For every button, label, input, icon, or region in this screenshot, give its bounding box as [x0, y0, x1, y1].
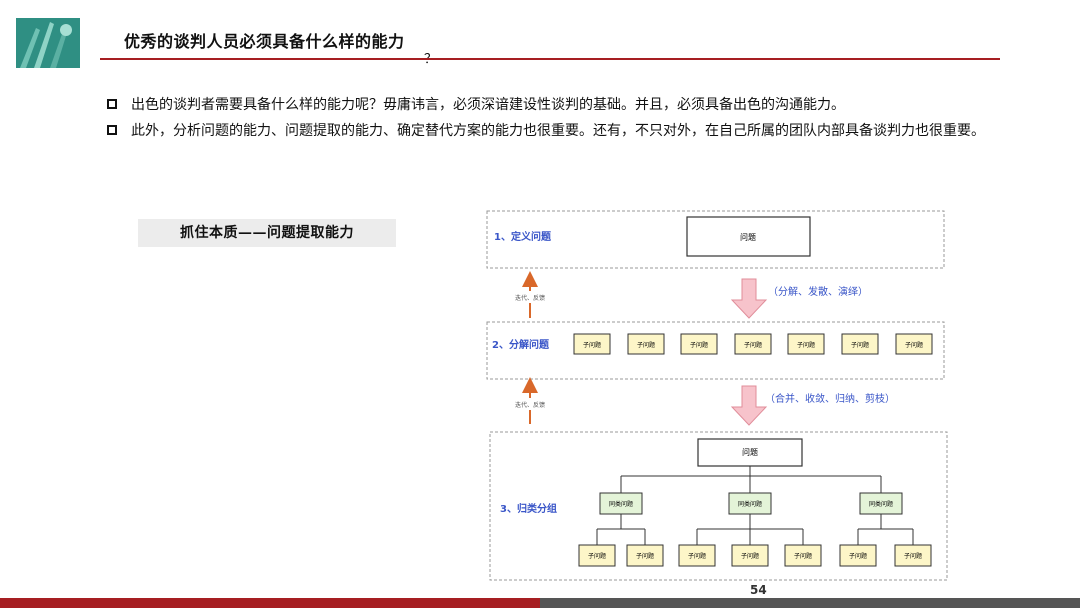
step1-label: 1、定义问题	[494, 230, 552, 243]
subproblem-text: 子问题	[797, 341, 815, 349]
step3-groups: 同类问题 同类问题 同类问题	[600, 493, 902, 514]
leaf-text: 子问题	[849, 552, 867, 560]
merge-arrow-label: （合并、收敛、归纳、剪枝）	[765, 392, 895, 405]
leaf-text: 子问题	[636, 552, 654, 560]
leaf-text: 子问题	[688, 552, 706, 560]
subproblem-text: 子问题	[851, 341, 869, 349]
merge-arrow	[732, 386, 766, 425]
leaf-text: 子问题	[588, 552, 606, 560]
subproblem-text: 子问题	[744, 341, 762, 349]
group-text: 同类问题	[738, 500, 762, 508]
step3-label: 3、归类分组	[500, 502, 557, 515]
group-text: 同类问题	[869, 500, 893, 508]
feedback-label-1: 迭代、反馈	[515, 294, 545, 302]
decompose-arrow	[732, 279, 766, 318]
footer-bar-gray	[540, 598, 1080, 608]
footer-bar-red	[0, 598, 540, 608]
decompose-arrow-label: （分解、发散、演绎）	[768, 285, 868, 298]
leaf-text: 子问题	[794, 552, 812, 560]
step3-root-text: 问题	[742, 448, 758, 457]
step2-subproblems: 子问题 子问题 子问题 子问题 子问题 子问题 子问题	[574, 334, 932, 354]
page-number: 54	[750, 583, 767, 597]
subproblem-text: 子问题	[690, 341, 708, 349]
step2-label: 2、分解问题	[492, 338, 550, 351]
subproblem-text: 子问题	[583, 341, 601, 349]
subproblem-text: 子问题	[637, 341, 655, 349]
leaf-text: 子问题	[741, 552, 759, 560]
feedback-label-2: 迭代、反馈	[515, 401, 545, 409]
step3-leaves: 子问题 子问题 子问题 子问题 子问题 子问题 子问题	[579, 545, 931, 566]
group-text: 同类问题	[609, 500, 633, 508]
leaf-text: 子问题	[904, 552, 922, 560]
subproblem-text: 子问题	[905, 341, 923, 349]
step1-problem-text: 问题	[740, 233, 756, 242]
